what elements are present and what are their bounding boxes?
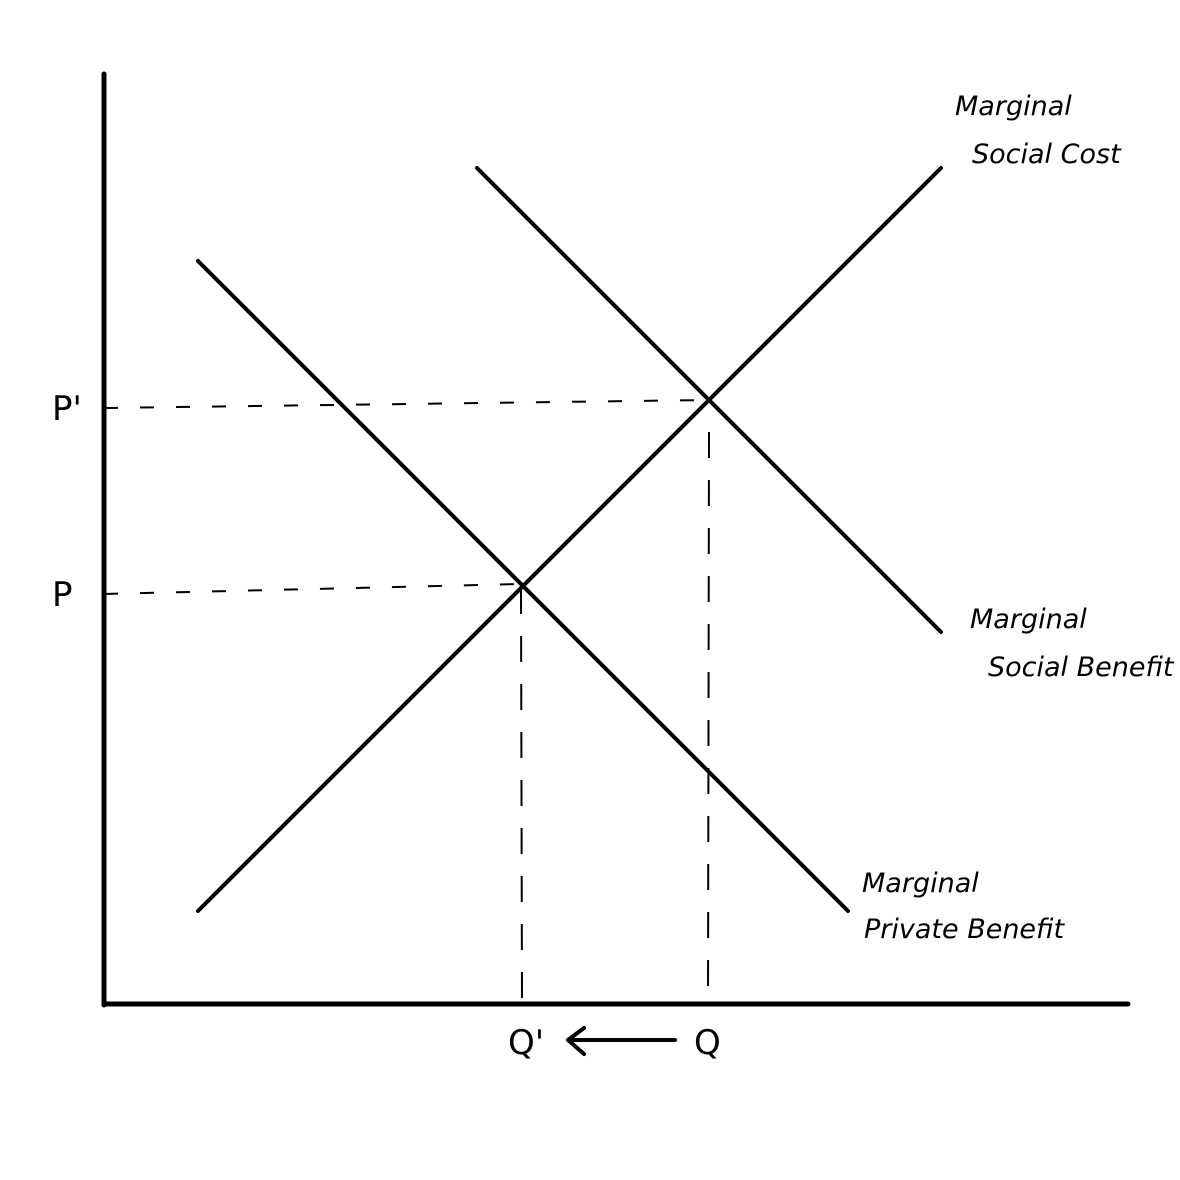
mpb-label-line2: Private Benefit: [864, 914, 1065, 945]
q-label: Q: [694, 1023, 721, 1063]
p-label: P: [52, 575, 73, 615]
q-prime-guide: [520, 587, 523, 1005]
marginal-private-benefit-curve: [196, 259, 850, 913]
msc-label-line1: Marginal: [955, 91, 1072, 122]
msc-label-line2: Social Cost: [972, 139, 1122, 170]
q-guide: [707, 431, 710, 1005]
left-arrow-icon: [566, 1026, 677, 1056]
q-prime-label: Q': [508, 1023, 544, 1063]
p-prime-guide: [103, 399, 710, 409]
marginal-social-cost-curve: [196, 166, 943, 913]
msb-label-line1: Marginal: [970, 604, 1087, 635]
marginal-social-benefit-curve: [475, 166, 943, 634]
mpb-label-line1: Marginal: [862, 868, 979, 899]
msb-label-line2: Social Benefit: [988, 652, 1175, 683]
p-guide: [103, 583, 522, 595]
p-prime-label: P': [52, 389, 82, 429]
